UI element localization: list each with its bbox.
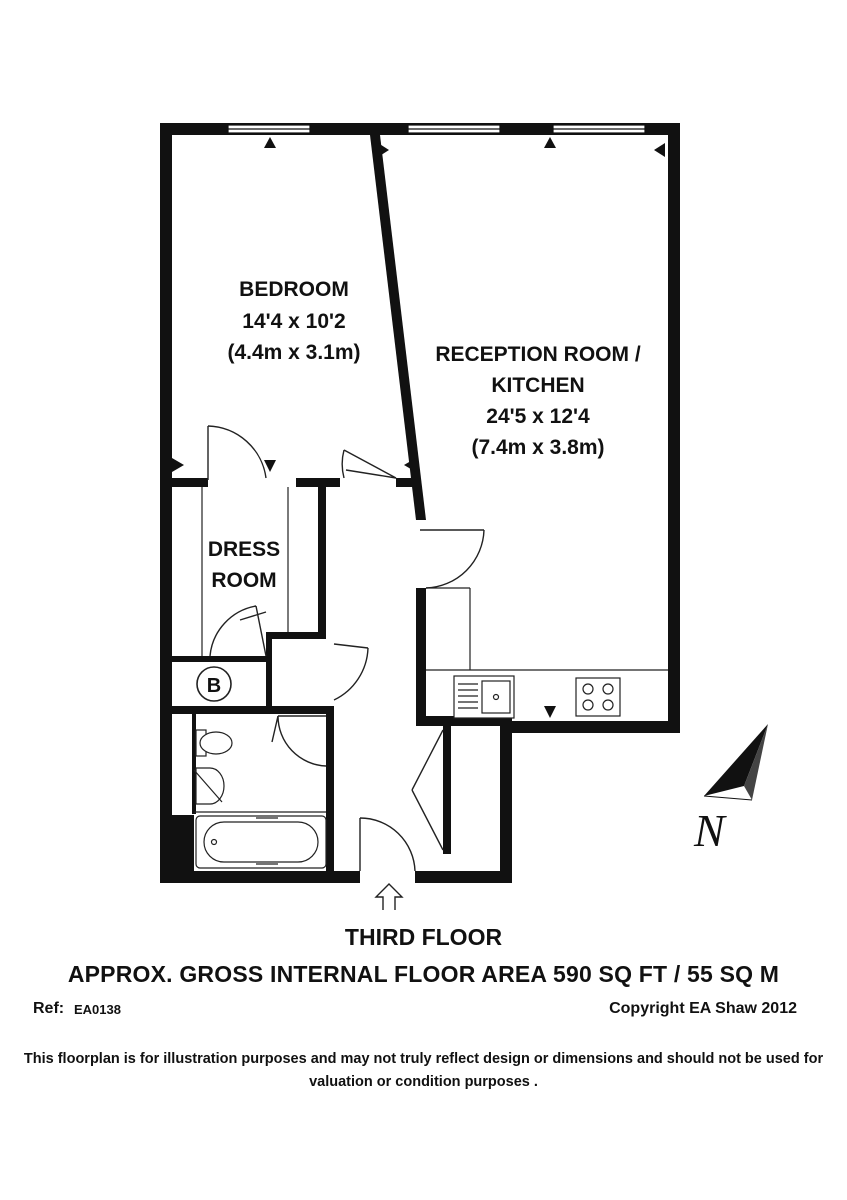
floorplan: N BEDROOM 14'4 x 10'2 (4.4m x 3.1m) RECE… xyxy=(160,123,768,910)
bedroom-name: BEDROOM xyxy=(239,278,349,301)
entrance-arrow-icon xyxy=(374,883,404,910)
direction-arrows xyxy=(172,137,665,718)
copyright: Copyright EA Shaw 2012 xyxy=(609,1000,797,1017)
compass-icon: N xyxy=(693,724,768,856)
reception-name-line1: RECEPTION ROOM / xyxy=(435,343,641,366)
bath-icon xyxy=(195,815,327,869)
toilet-icon xyxy=(195,729,233,757)
disclaimer: This floorplan is for illustration purpo… xyxy=(23,1051,824,1090)
reception-size-imperial: 24'5 x 12'4 xyxy=(486,405,590,428)
reception-size-metric: (7.4m x 3.8m) xyxy=(471,436,604,459)
doors xyxy=(207,425,485,872)
floor-title: THIRD FLOOR xyxy=(344,924,503,950)
reception-name-line2: KITCHEN xyxy=(491,374,584,397)
boiler-icon xyxy=(196,666,232,702)
ref-code: EA0138 xyxy=(74,1002,121,1017)
sink-icon xyxy=(453,675,515,719)
hob-icon xyxy=(575,677,621,717)
bedroom-size-imperial: 14'4 x 10'2 xyxy=(242,310,345,333)
interior-walls xyxy=(172,478,512,871)
bedroom-size-metric: (4.4m x 3.1m) xyxy=(227,341,360,364)
basin-icon xyxy=(193,767,225,805)
dress-room-name-line1: DRESS xyxy=(208,538,280,561)
boiler-symbol: B xyxy=(207,675,221,697)
angled-wall xyxy=(370,135,426,520)
windows xyxy=(227,124,646,134)
floor-area: APPROX. GROSS INTERNAL FLOOR AREA 590 SQ… xyxy=(67,961,780,987)
ref-label: Ref: xyxy=(33,1000,65,1017)
dress-room-name-line2: ROOM xyxy=(211,569,276,592)
north-letter: N xyxy=(693,805,727,856)
